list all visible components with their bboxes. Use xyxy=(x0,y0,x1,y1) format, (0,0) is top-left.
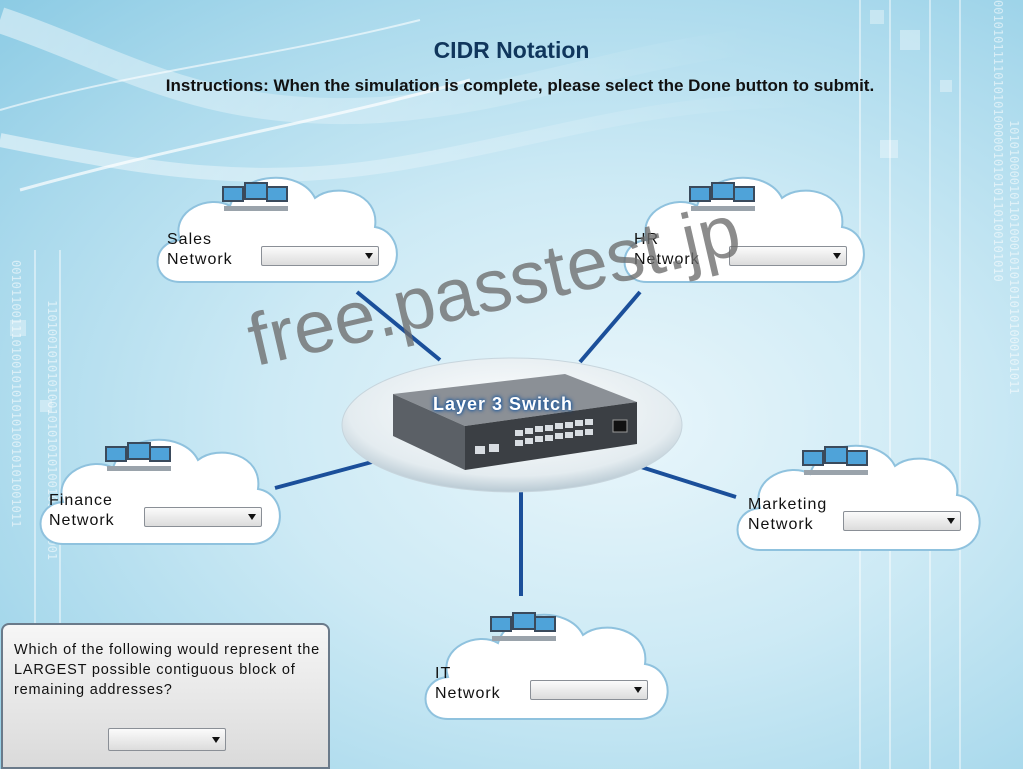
page-title: CIDR Notation xyxy=(433,37,590,63)
chevron-down-icon xyxy=(212,737,220,743)
question-panel: Which of the following would represent t… xyxy=(1,623,330,769)
computers-icon xyxy=(105,442,171,471)
chevron-down-icon xyxy=(947,518,955,524)
it-network-label: IT Network xyxy=(435,665,501,702)
chevron-down-icon xyxy=(365,253,373,259)
binary-decoration: 10101000010110100010101010101000101011 xyxy=(1007,120,1021,395)
chevron-down-icon xyxy=(634,687,642,693)
largest-block-select[interactable] xyxy=(108,728,226,751)
marketing-network-label: Marketing Network xyxy=(748,496,828,533)
computers-icon xyxy=(802,446,868,475)
hr-network-select[interactable] xyxy=(729,246,847,266)
it-network-select[interactable] xyxy=(530,680,648,700)
switch-label: Layer 3 Switch xyxy=(433,394,574,414)
chevron-down-icon xyxy=(833,253,841,259)
computers-icon xyxy=(222,182,288,211)
finance-network-label: Finance Network xyxy=(49,492,115,529)
marketing-network-select[interactable] xyxy=(843,511,961,531)
binary-decoration: 0010110011101001010101010010101001011 xyxy=(9,260,23,528)
sales-network-select[interactable] xyxy=(261,246,379,266)
chevron-down-icon xyxy=(248,514,256,520)
binary-decoration: 001010111101010100000101010110100101010 xyxy=(991,0,1005,282)
sales-network-label: Sales Network xyxy=(167,231,233,268)
binary-decoration: 110100101010100101010101001010101001 xyxy=(45,300,59,561)
hr-network-label: HR Network xyxy=(634,231,700,268)
layer3-switch-icon xyxy=(393,374,637,470)
question-text: Which of the following would represent t… xyxy=(14,642,321,698)
instructions-text: Instructions: When the simulation is com… xyxy=(165,76,875,95)
computers-icon xyxy=(689,182,755,211)
computers-icon xyxy=(490,612,556,641)
finance-network-select[interactable] xyxy=(144,507,262,527)
